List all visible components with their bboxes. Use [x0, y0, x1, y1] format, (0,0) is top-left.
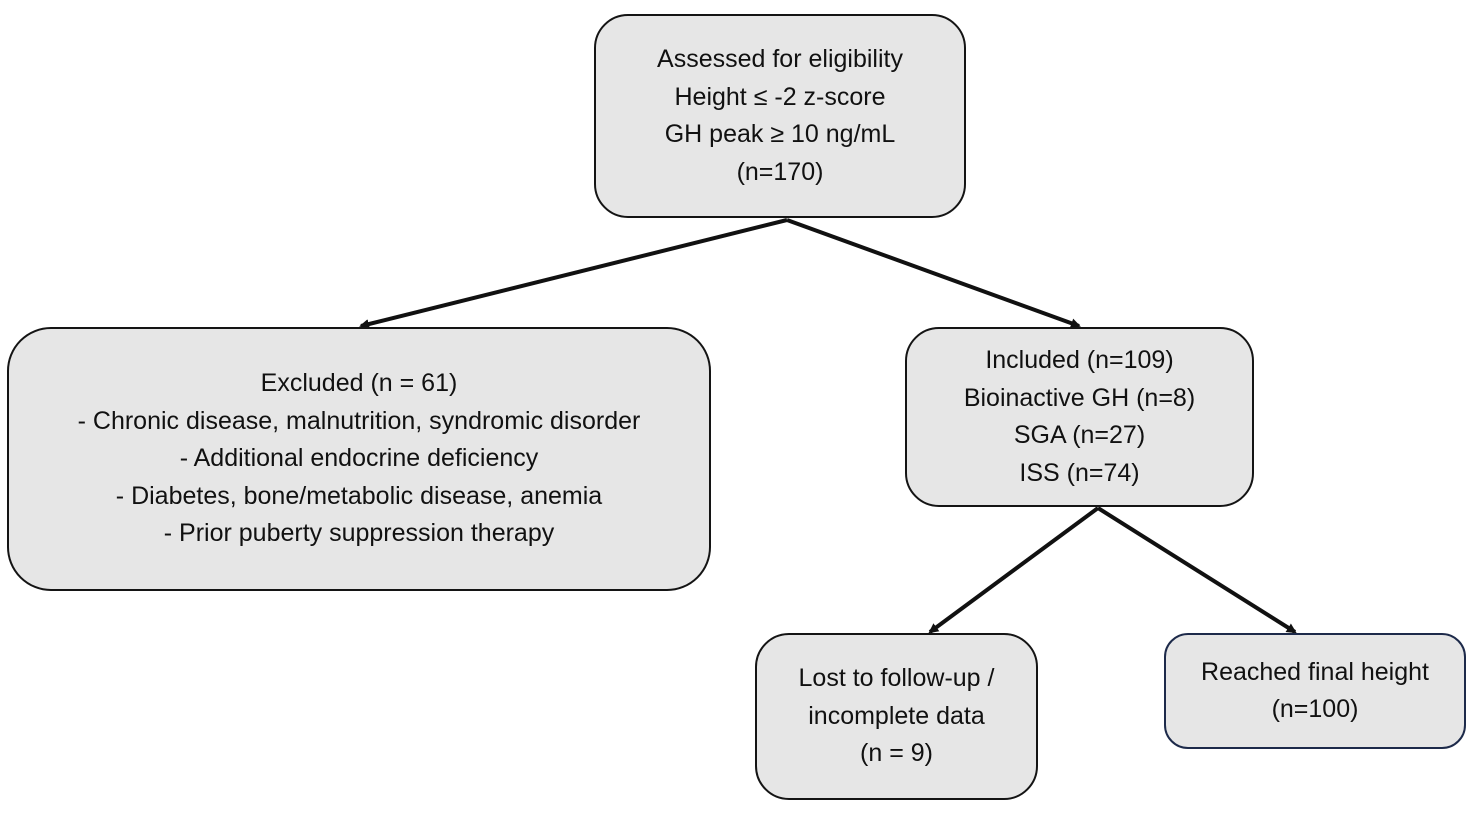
- lost-line-2: incomplete data: [808, 701, 985, 730]
- excluded-reason-diabetes: - Diabetes, bone/metabolic disease, anem…: [115, 481, 603, 510]
- assessed-gh-criterion: GH peak ≥ 10 ng/mL: [664, 120, 896, 148]
- assessed-title: Assessed for eligibility: [657, 45, 903, 73]
- included-iss: ISS (n=74): [1019, 458, 1140, 487]
- assessed-height-criterion: Height ≤ -2 z-score: [674, 82, 886, 111]
- excluded-reason-endocrine: - Additional endocrine deficiency: [179, 444, 539, 473]
- arrow-assessed-to-excluded: [359, 218, 788, 329]
- excluded-box: Excluded (n = 61) - Chronic disease, mal…: [7, 327, 711, 591]
- excluded-reason-chronic: - Chronic disease, malnutrition, syndrom…: [77, 406, 641, 435]
- arrow-included-to-final: [1096, 506, 1297, 634]
- arrow-included-to-lost: [928, 506, 1100, 634]
- included-title: Included (n=109): [985, 346, 1174, 374]
- lost-to-follow-up-box: Lost to follow-up / incomplete data (n =…: [755, 633, 1038, 800]
- reached-final-height-box: Reached final height (n=100): [1164, 633, 1466, 749]
- final-count: (n=100): [1271, 695, 1359, 723]
- excluded-reason-puberty: - Prior puberty suppression therapy: [163, 519, 555, 548]
- assessed-for-eligibility-box: Assessed for eligibility Height ≤ -2 z-s…: [594, 14, 966, 218]
- included-box: Included (n=109) Bioinactive GH (n=8) SG…: [905, 327, 1254, 507]
- lost-line-1: Lost to follow-up /: [798, 664, 995, 693]
- included-bioinactive-gh: Bioinactive GH (n=8): [963, 383, 1196, 412]
- included-sga: SGA (n=27): [1013, 421, 1146, 449]
- excluded-title: Excluded (n = 61): [260, 369, 458, 398]
- lost-count: (n = 9): [860, 739, 933, 768]
- arrow-assessed-to-included: [786, 218, 1081, 328]
- final-title: Reached final height: [1201, 657, 1429, 686]
- assessed-count: (n=170): [736, 157, 824, 186]
